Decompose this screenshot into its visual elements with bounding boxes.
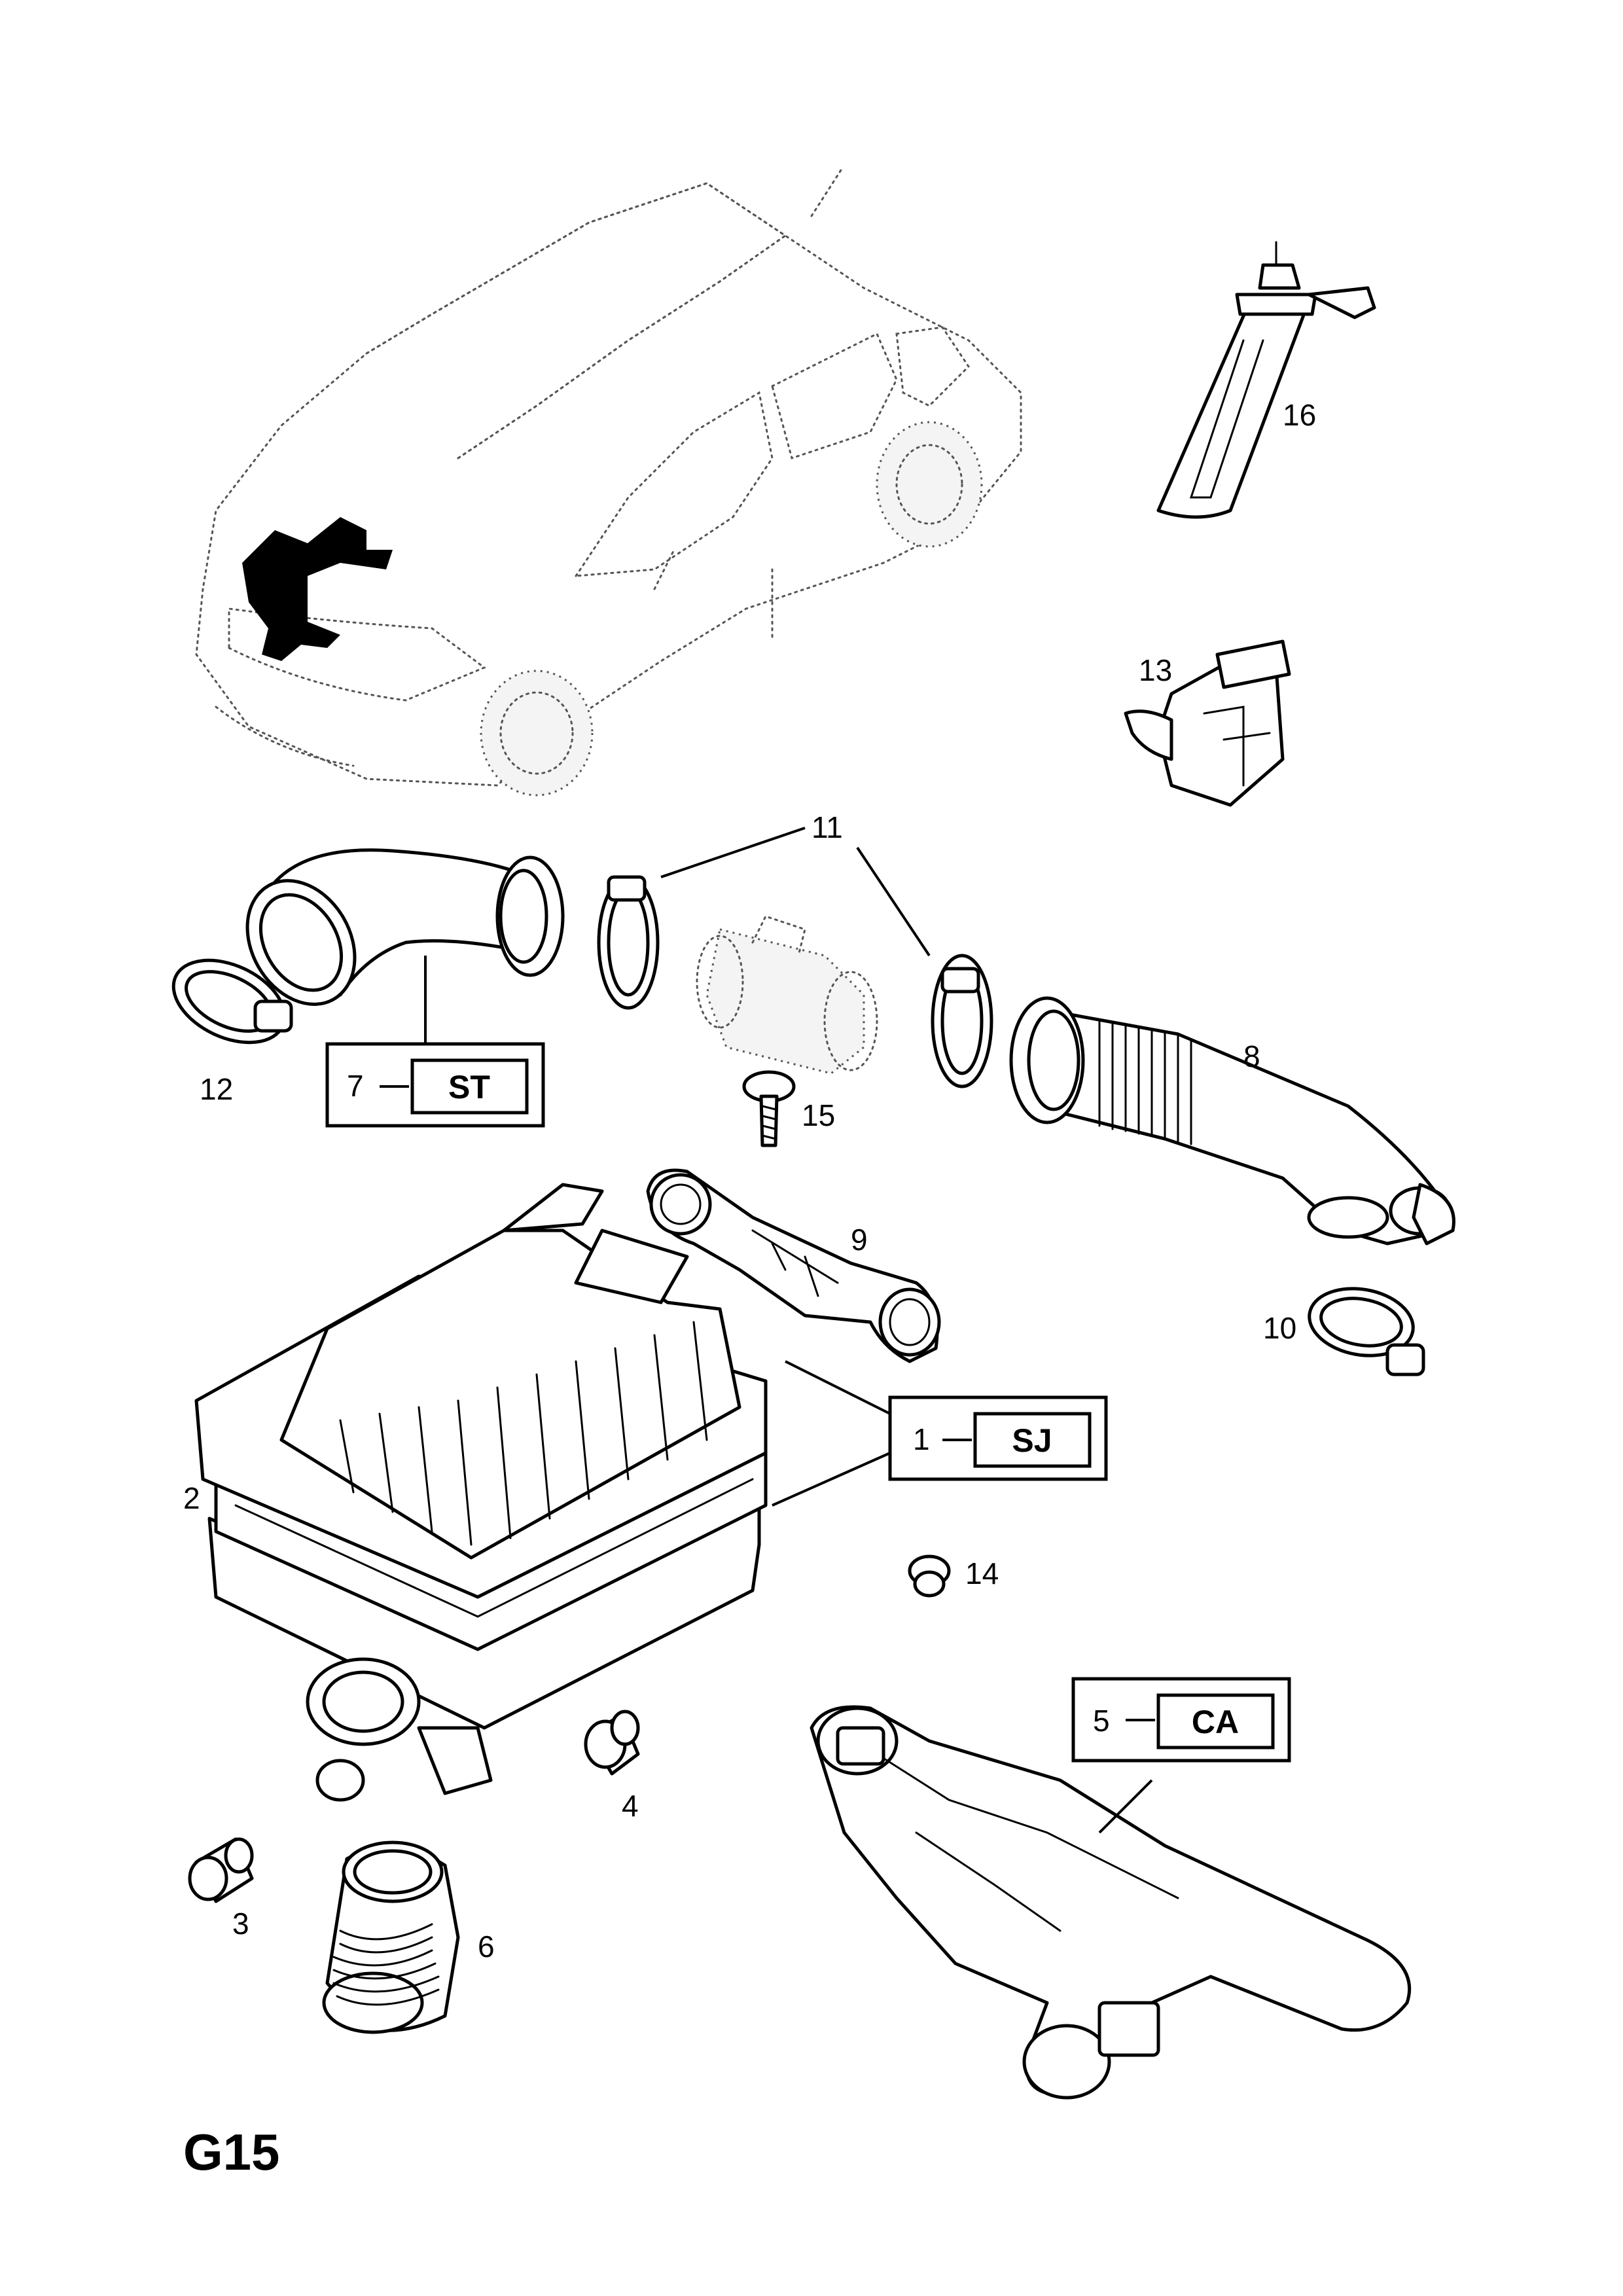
callout-1: 1 xyxy=(913,1422,930,1456)
code-5: CA xyxy=(1192,1704,1239,1740)
callout-3: 3 xyxy=(232,1907,249,1941)
part-7-elbow-hose: 7 ST xyxy=(245,848,565,1128)
part-10-clamp: 10 xyxy=(1263,1287,1425,1376)
part-3-bushing: 3 xyxy=(188,1837,254,1941)
callout-6: 6 xyxy=(478,1929,495,1964)
callout-9: 9 xyxy=(851,1223,868,1257)
part-15-screw: 15 xyxy=(742,1070,835,1147)
callout-15: 15 xyxy=(802,1098,835,1132)
callout-12: 12 xyxy=(200,1072,233,1106)
page-id: G15 xyxy=(183,2123,279,2181)
code-1: SJ xyxy=(1012,1422,1052,1459)
part-16-sealant-tube: 16 xyxy=(1156,241,1376,519)
air-mass-sensor-dotted xyxy=(696,915,878,1075)
vehicle-location-illustration xyxy=(195,169,1022,797)
callout-13: 13 xyxy=(1139,653,1172,687)
part-11-hose-clamps: 11 xyxy=(597,810,993,1088)
callout-7: 7 xyxy=(347,1069,364,1103)
code-7: ST xyxy=(448,1069,490,1105)
callout-2: 2 xyxy=(183,1481,200,1515)
part-12-clamp: 12 xyxy=(171,958,293,1106)
callout-16: 16 xyxy=(1283,398,1316,432)
highlighted-air-intake-icon xyxy=(242,517,393,661)
callout-8: 8 xyxy=(1243,1039,1260,1073)
part-1-air-cleaner-housing: 2 1 SJ xyxy=(183,1183,1108,1802)
callout-14: 14 xyxy=(965,1556,999,1590)
callout-5: 5 xyxy=(1093,1704,1110,1738)
part-4-bushing: 4 xyxy=(584,1710,640,1823)
part-9-bracket: 9 xyxy=(646,1168,941,1363)
part-5-air-intake-duct: 5 CA xyxy=(810,1677,1412,2100)
part-14-grommet: 14 xyxy=(908,1554,999,1598)
part-8-corrugated-hose: 8 xyxy=(1009,996,1455,1246)
callout-10: 10 xyxy=(1263,1311,1296,1345)
part-6-bellows-hose: 6 xyxy=(322,1840,495,2034)
part-13-clip: 13 xyxy=(1124,639,1291,807)
callout-4: 4 xyxy=(622,1789,639,1823)
callout-11: 11 xyxy=(812,810,843,844)
